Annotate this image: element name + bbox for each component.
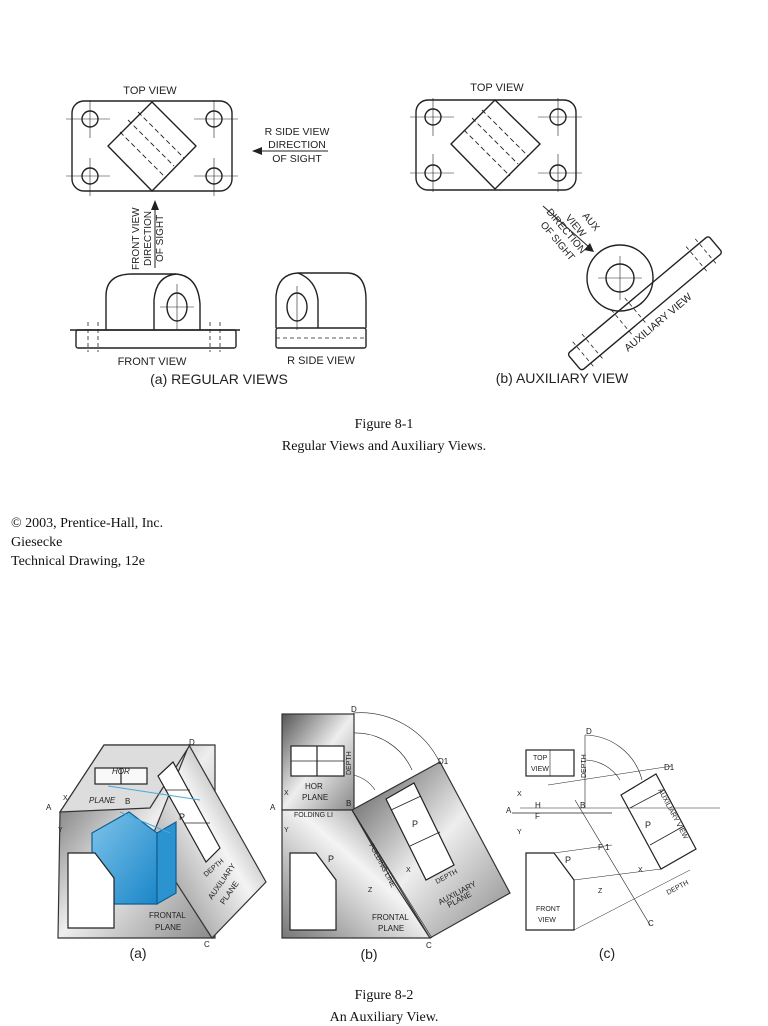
fig2a-caption: (a): [129, 945, 146, 961]
fig1a-rside-dir-3: OF SIGHT: [272, 153, 322, 165]
fig2c-f: F: [535, 812, 540, 821]
fig1b-top-view-label: TOP VIEW: [470, 82, 524, 94]
fig1a-rside-view: [275, 272, 367, 349]
fig2c-pt-d: D: [586, 727, 592, 736]
fig2a-x: X: [63, 795, 68, 802]
fig1a-caption: (a) REGULAR VIEWS: [150, 371, 288, 387]
fig2b-box: [281, 712, 511, 939]
fig1a-front-dir-1: FRONT VIEW: [131, 207, 142, 270]
figure-8-1-drawing: TOP VIEW R SIDE VIEW DIRECTION OF SIGHT …: [66, 82, 722, 387]
book-title-line: Technical Drawing, 12e: [11, 554, 145, 569]
copyright-block: © 2003, Prentice-Hall, Inc. Giesecke Tec…: [11, 514, 163, 571]
fig2a-pt-c: C: [204, 940, 210, 949]
fig2a-box: [57, 743, 267, 939]
fig1a-rside-dir-2: DIRECTION: [268, 139, 326, 151]
figure-8-1-number: Figure 8-1: [354, 417, 414, 432]
copyright-line: © 2003, Prentice-Hall, Inc.: [11, 516, 164, 531]
fig2c-pt-c: C: [648, 919, 654, 928]
fig2c-front-1: FRONT: [536, 906, 561, 913]
fig2a-y: Y: [58, 827, 63, 834]
fig2b-pt-d: D: [351, 705, 357, 714]
figure-8-2-number: Figure 8-2: [354, 988, 414, 1003]
fig2c-views: [512, 734, 720, 931]
fig2c-top-2: VIEW: [531, 766, 549, 773]
fig2b-p2: P: [328, 854, 334, 864]
fig2b-depth-v: DEPTH: [346, 751, 353, 775]
figure-8-2-drawing: HOR PLANE FRONTAL PLANE AUXILIARY PLANE …: [46, 705, 720, 962]
fig2b-frontal-2: PLANE: [378, 924, 404, 933]
fig2b-pt-d1: D1: [438, 757, 449, 766]
figure-8-2-title: An Auxiliary View.: [329, 1010, 439, 1025]
fig1a-rside-dir-1: R SIDE VIEW: [265, 126, 330, 138]
figure-8-1-title: Regular Views and Auxiliary Views.: [281, 439, 487, 454]
fig2c-p2: P: [565, 855, 571, 865]
fig1a-top-view: [66, 100, 238, 196]
fig2c-top-1: TOP: [533, 755, 548, 762]
fig1b-top-view: [410, 98, 582, 192]
fig1a-front-dir-2: DIRECTION: [143, 211, 154, 266]
fig2c-x: X: [517, 791, 522, 798]
fig2a-frontal-2: PLANE: [155, 923, 181, 932]
fig2b-caption: (b): [360, 946, 377, 962]
fig2b-hor-1: HOR: [305, 782, 323, 791]
fig1a-front-view: [70, 273, 240, 352]
fig2c-depth-v: DEPTH: [581, 754, 588, 778]
fig2a-pt-a: A: [46, 803, 52, 812]
fig2a-p: P: [179, 812, 185, 822]
fig2a-hor-1: HOR: [112, 767, 130, 776]
fig2c-z: Z: [598, 888, 603, 895]
fig2b-frontal-1: FRONTAL: [372, 913, 409, 922]
fig2b-pt-a: A: [270, 803, 276, 812]
fig2b-p: P: [412, 819, 418, 829]
fig2c-pt-a: A: [506, 806, 512, 815]
fig2b-folding-1: FOLDING LI: [294, 812, 333, 819]
fig2b-z: Z: [368, 887, 373, 894]
fig1b-aux-view-label: AUXILIARY VIEW: [622, 291, 694, 354]
fig2b-x: X: [284, 790, 289, 797]
fig2c-f1: F 1: [598, 843, 610, 852]
fig1b-caption: (b) AUXILIARY VIEW: [496, 370, 629, 386]
fig2c-pt-d1: D1: [664, 763, 675, 772]
fig1a-front-dir-3: OF SIGHT: [155, 215, 166, 262]
fig2c-h: H: [535, 801, 541, 810]
fig2c-p: P: [645, 820, 651, 830]
fig2c-xb: X: [638, 867, 643, 874]
fig2c-front-2: VIEW: [538, 917, 556, 924]
fig2b-xb: X: [406, 867, 411, 874]
fig2b-hor-2: PLANE: [302, 793, 328, 802]
fig2a-pt-d: D: [189, 738, 195, 747]
fig2c-y: Y: [517, 829, 522, 836]
author-line: Giesecke: [11, 535, 63, 550]
fig1b-auxiliary-view: [567, 236, 722, 371]
fig2b-pt-c: C: [426, 941, 432, 950]
fig2c-caption: (c): [599, 945, 615, 961]
fig1a-top-view-label: TOP VIEW: [123, 85, 177, 97]
fig2c-pt-b: B: [580, 801, 585, 810]
fig1a-front-view-label: FRONT VIEW: [118, 356, 187, 368]
fig2a-pt-b: B: [125, 797, 130, 806]
fig2a-frontal-1: FRONTAL: [149, 911, 186, 920]
fig2b-y: Y: [284, 827, 289, 834]
fig2c-depth: DEPTH: [666, 879, 690, 896]
fig2b-pt-b: B: [346, 799, 351, 808]
fig2c-aux-view: AUXILIARY VIEW: [656, 788, 689, 841]
fig1a-rside-view-label: R SIDE VIEW: [287, 355, 355, 367]
fig2a-hor-2: PLANE: [89, 796, 116, 805]
